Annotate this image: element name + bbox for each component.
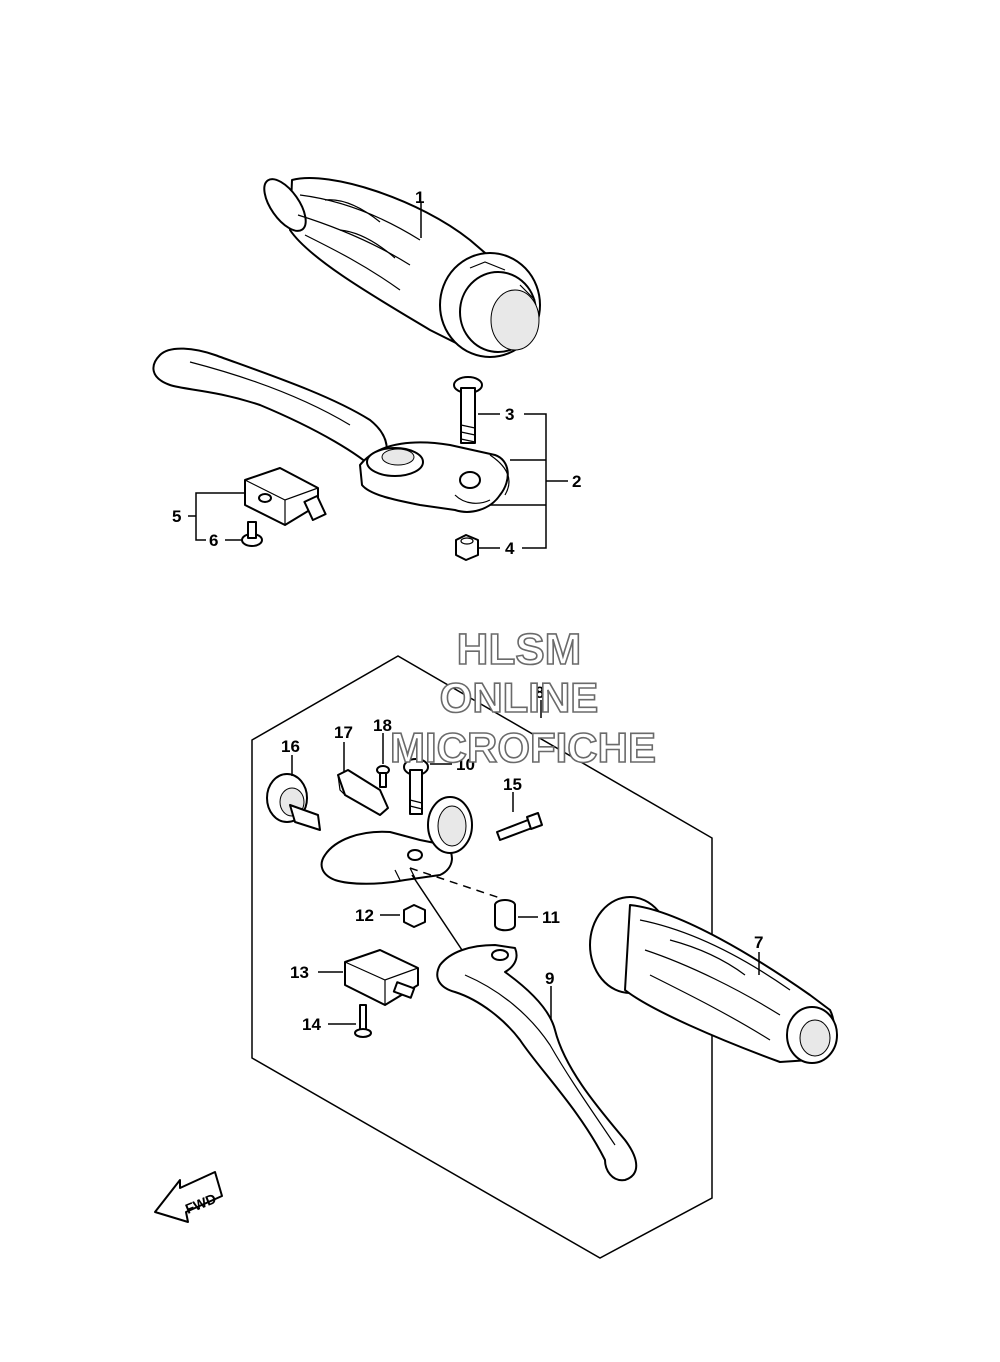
- nut-illustration: [455, 534, 479, 561]
- lower-nut-illustration: [403, 904, 426, 928]
- watermark-line-2: ONLINE: [440, 674, 599, 721]
- lower-pivot-bolt-illustration: [403, 758, 429, 815]
- brake-lever-assembly-illustration: [152, 347, 510, 513]
- label-part-5: 5: [172, 507, 181, 526]
- screw-illustration: [241, 521, 263, 547]
- label-part-8: 8: [535, 683, 544, 702]
- pivot-bolt-illustration: [453, 376, 483, 444]
- lower-screw-illustration: [354, 1004, 372, 1038]
- label-part-15: 15: [503, 775, 522, 794]
- label-part-1: 1: [415, 188, 424, 207]
- clutch-switch-illustration: [344, 949, 419, 1006]
- clamp-bolt-illustration: [496, 812, 543, 841]
- guide-line: [411, 874, 463, 951]
- bracket-illustration: [337, 769, 389, 816]
- watermark-line-1: HLSM: [457, 625, 582, 674]
- assembly-boundary-outline: [251, 655, 713, 1259]
- guide-line: [409, 867, 501, 899]
- brake-light-switch-illustration: [244, 467, 327, 526]
- throttle-grip-illustration: [263, 177, 541, 358]
- forward-direction-arrow: FWD: [154, 1171, 223, 1223]
- label-part-12: 12: [355, 906, 374, 925]
- leader-lines: [188, 203, 760, 1025]
- label-part-16: 16: [281, 737, 300, 756]
- watermark-line-3: MICROFICHE: [390, 724, 656, 771]
- label-part-6: 6: [209, 531, 218, 550]
- label-part-14: 14: [302, 1015, 321, 1034]
- label-part-9: 9: [545, 969, 554, 988]
- label-part-18: 18: [373, 716, 392, 735]
- label-part-17: 17: [334, 723, 353, 742]
- lever-holder-illustration: [320, 796, 473, 885]
- left-grip-illustration: [589, 896, 838, 1064]
- label-part-13: 13: [290, 963, 309, 982]
- label-part-10: 10: [456, 755, 475, 774]
- label-part-7: 7: [754, 933, 763, 952]
- small-screw-illustration: [376, 765, 390, 788]
- label-part-11: 11: [542, 908, 560, 927]
- collar-illustration: [494, 899, 516, 932]
- label-part-3: 3: [505, 405, 514, 424]
- clutch-lever-illustration: [436, 944, 638, 1182]
- label-part-4: 4: [505, 539, 515, 558]
- label-part-2: 2: [572, 472, 581, 491]
- adjuster-knob-illustration: [266, 773, 321, 831]
